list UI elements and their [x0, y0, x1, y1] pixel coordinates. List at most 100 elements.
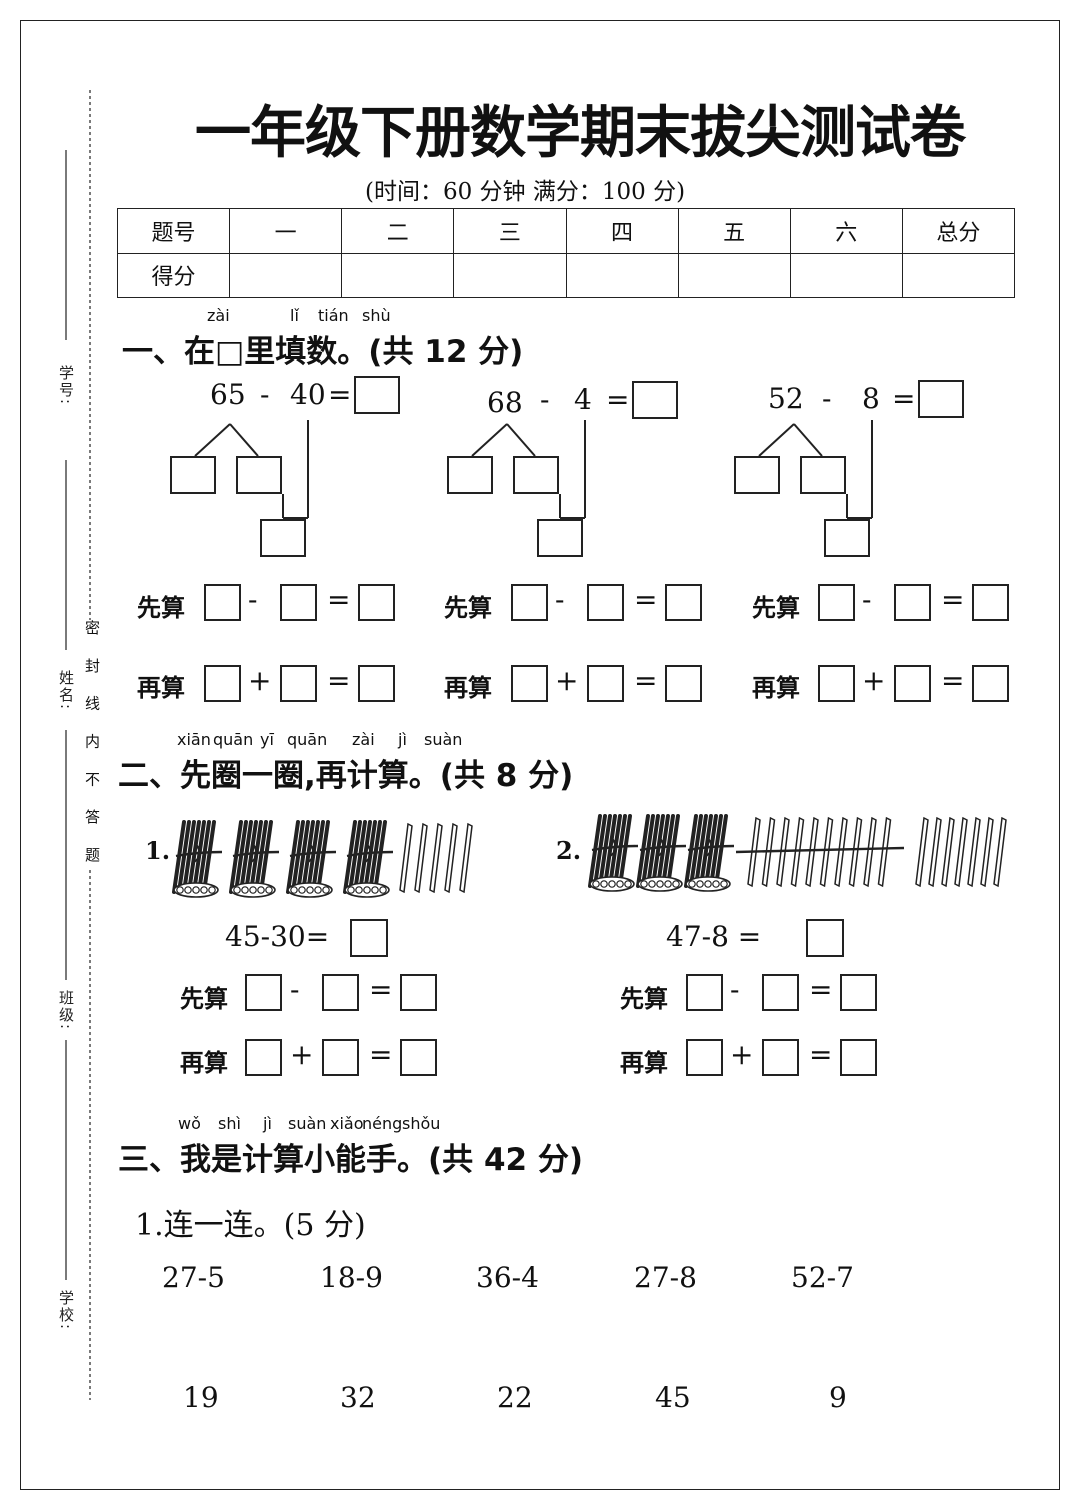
- pinyin: shù: [362, 306, 391, 325]
- answer-box[interactable]: [818, 665, 855, 702]
- expression-item[interactable]: 18-9: [320, 1261, 383, 1294]
- answer-box[interactable]: [800, 456, 846, 494]
- answer-box[interactable]: [632, 381, 678, 419]
- score-cell[interactable]: [789, 252, 903, 298]
- answer-box[interactable]: [511, 584, 548, 621]
- answer-box[interactable]: [665, 584, 702, 621]
- answer-box[interactable]: [818, 584, 855, 621]
- pinyin: jì: [398, 730, 407, 749]
- pinyin: néng: [362, 1114, 403, 1133]
- answer-box[interactable]: [806, 919, 844, 957]
- first-step-label: 先算: [180, 985, 228, 1013]
- operand: 4: [574, 383, 592, 416]
- answer-box[interactable]: [236, 456, 282, 494]
- answer-item[interactable]: 22: [497, 1381, 533, 1414]
- answer-box[interactable]: [170, 456, 216, 494]
- table-row: 题号 一 二 三 四 五 六 总分: [116, 208, 1016, 254]
- student-id-label: 学号:: [57, 365, 75, 407]
- binding-lines: [65, 90, 91, 1400]
- answer-box[interactable]: [354, 376, 400, 414]
- answer-box[interactable]: [260, 519, 306, 557]
- plus-sign: +: [248, 664, 272, 697]
- answer-box[interactable]: [400, 1039, 437, 1076]
- pinyin: xiǎo: [330, 1114, 364, 1133]
- answer-box[interactable]: [280, 665, 317, 702]
- counting-sticks-group-2[interactable]: [586, 808, 1026, 898]
- counting-stick: [928, 816, 942, 888]
- answer-box[interactable]: [894, 584, 931, 621]
- answer-box[interactable]: [972, 665, 1009, 702]
- answer-box[interactable]: [587, 665, 624, 702]
- expression-item[interactable]: 52-7: [791, 1261, 854, 1294]
- answer-box[interactable]: [665, 665, 702, 702]
- expression-item[interactable]: 27-5: [162, 1261, 225, 1294]
- score-cell[interactable]: [229, 252, 343, 298]
- score-cell[interactable]: [453, 252, 567, 298]
- answer-box[interactable]: [513, 456, 559, 494]
- section2-title: 二、先圈一圈,再计算。(共 8 分): [118, 758, 574, 794]
- equals-sign: =: [606, 383, 630, 416]
- expression-item[interactable]: 27-8: [634, 1261, 697, 1294]
- answer-box[interactable]: [894, 665, 931, 702]
- counting-stick: [819, 816, 834, 888]
- first-step-label: 先算: [620, 985, 668, 1013]
- answer-item[interactable]: 45: [655, 1381, 691, 1414]
- answer-box[interactable]: [918, 380, 964, 418]
- pinyin: tián: [318, 306, 349, 325]
- score-cell[interactable]: [341, 252, 455, 298]
- pinyin: quān: [287, 730, 328, 749]
- counting-stick: [954, 816, 968, 888]
- seal-line-text: 密 封 线 内 不 答 题: [83, 620, 101, 871]
- answer-box[interactable]: [686, 974, 723, 1011]
- answer-box[interactable]: [762, 974, 799, 1011]
- answer-box[interactable]: [245, 974, 282, 1011]
- counting-sticks-group-1[interactable]: [170, 812, 490, 902]
- answer-box[interactable]: [322, 1039, 359, 1076]
- answer-box[interactable]: [280, 584, 317, 621]
- item-number: 1.: [145, 836, 171, 865]
- answer-item[interactable]: 32: [340, 1381, 376, 1414]
- answer-box[interactable]: [350, 919, 388, 957]
- answer-box[interactable]: [824, 519, 870, 557]
- stick-bundle: [588, 814, 639, 892]
- page-frame: [20, 20, 1060, 1490]
- stick-bundle: [684, 814, 735, 892]
- answer-box[interactable]: [400, 974, 437, 1011]
- equals-sign: =: [327, 583, 351, 616]
- answer-box[interactable]: [322, 974, 359, 1011]
- circle-divider-line: [735, 846, 905, 854]
- pinyin: xiān: [177, 730, 211, 749]
- page-title: 一年级下册数学期末拔尖测试卷: [195, 101, 966, 166]
- answer-item[interactable]: 19: [183, 1381, 219, 1414]
- counting-stick: [399, 822, 413, 894]
- answer-box[interactable]: [734, 456, 780, 494]
- answer-box[interactable]: [358, 584, 395, 621]
- score-cell[interactable]: [677, 252, 791, 298]
- score-cell[interactable]: [565, 252, 679, 298]
- answer-box[interactable]: [762, 1039, 799, 1076]
- first-step-label: 先算: [444, 594, 492, 622]
- stick-bundle: [286, 820, 337, 898]
- answer-box[interactable]: [447, 456, 493, 494]
- stick-bundle: [229, 820, 280, 898]
- answer-box[interactable]: [840, 1039, 877, 1076]
- answer-box[interactable]: [537, 519, 583, 557]
- pinyin: shì: [218, 1114, 241, 1133]
- counting-stick: [967, 816, 981, 888]
- answer-box[interactable]: [204, 665, 241, 702]
- expression-item[interactable]: 36-4: [476, 1261, 539, 1294]
- table-cell: 得分: [116, 252, 231, 298]
- answer-box[interactable]: [972, 584, 1009, 621]
- answer-box[interactable]: [204, 584, 241, 621]
- counting-stick: [941, 816, 955, 888]
- stick-bundle: [343, 820, 394, 898]
- score-cell[interactable]: [901, 252, 1016, 298]
- answer-box[interactable]: [358, 665, 395, 702]
- answer-box[interactable]: [840, 974, 877, 1011]
- answer-box[interactable]: [686, 1039, 723, 1076]
- answer-box[interactable]: [511, 665, 548, 702]
- second-step-label: 再算: [137, 674, 185, 702]
- answer-item[interactable]: 9: [829, 1381, 847, 1414]
- answer-box[interactable]: [245, 1039, 282, 1076]
- answer-box[interactable]: [587, 584, 624, 621]
